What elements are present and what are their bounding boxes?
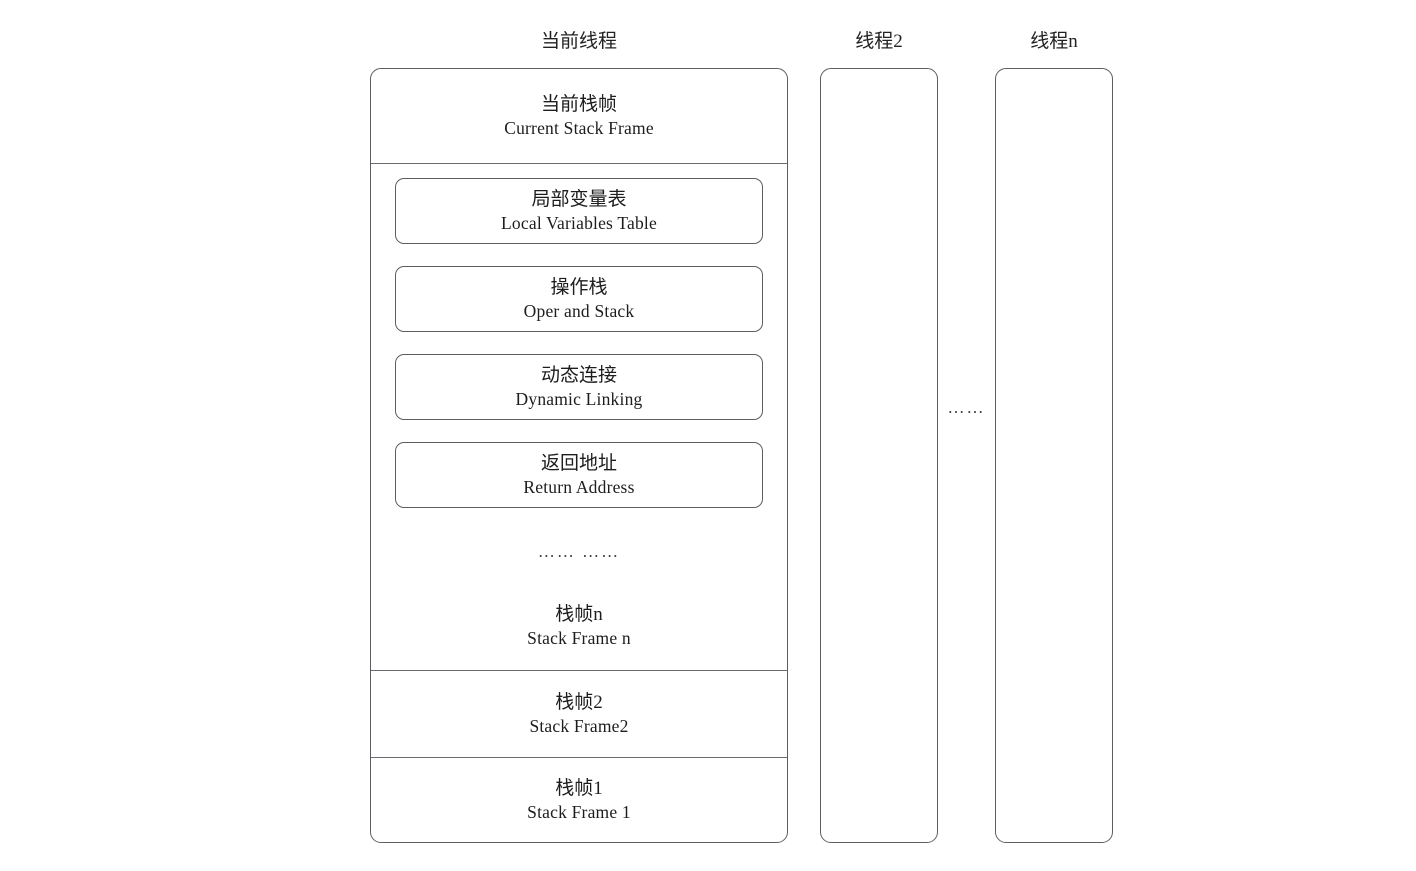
return-address-label-en: Return Address	[523, 477, 635, 498]
stack-frame-2-label-en: Stack Frame2	[529, 716, 629, 737]
operand-stack-label-en: Oper and Stack	[523, 301, 635, 322]
local-variables-table-label-en: Local Variables Table	[501, 213, 657, 234]
return-address-label-cn: 返回地址	[540, 453, 617, 475]
stack-frame-2: 栈帧2 Stack Frame2	[371, 670, 787, 757]
threads-ellipsis: ……	[947, 398, 986, 417]
operand-stack-label-cn: 操作栈	[550, 277, 608, 299]
current-stack-frame-label-cn: 当前栈帧	[540, 94, 617, 116]
dynamic-linking-label-cn: 动态连接	[540, 365, 617, 387]
column-title-thread-2: 线程2	[855, 31, 903, 52]
current-stack-frame-details: 局部变量表 Local Variables Table 操作栈 Oper and…	[371, 163, 787, 582]
current-thread-stack-container: 当前栈帧 Current Stack Frame 局部变量表 Local Var…	[370, 68, 788, 843]
thread-2-stack-container	[820, 68, 938, 843]
stack-frame-n: 栈帧n Stack Frame n	[371, 582, 787, 670]
frame-details-ellipsis: …… ……	[537, 542, 621, 561]
local-variables-table-label-cn: 局部变量表	[531, 189, 627, 211]
detail-box-operand-stack: 操作栈 Oper and Stack	[395, 266, 763, 332]
stack-frame-2-label-cn: 栈帧2	[555, 692, 603, 714]
detail-box-return-address: 返回地址 Return Address	[395, 442, 763, 508]
stack-frame-n-label-en: Stack Frame n	[527, 628, 631, 649]
column-title-current-thread: 当前线程	[540, 31, 617, 52]
stack-frame-n-label-cn: 栈帧n	[555, 604, 603, 626]
current-stack-frame-header: 当前栈帧 Current Stack Frame	[371, 69, 787, 163]
thread-n-stack-container	[995, 68, 1113, 843]
stack-frame-1: 栈帧1 Stack Frame 1	[371, 757, 787, 842]
current-stack-frame-label-en: Current Stack Frame	[504, 118, 654, 139]
column-title-thread-n: 线程n	[1030, 31, 1078, 52]
stack-frame-1-label-en: Stack Frame 1	[527, 802, 631, 823]
dynamic-linking-label-en: Dynamic Linking	[515, 389, 643, 410]
detail-box-local-variables-table: 局部变量表 Local Variables Table	[395, 178, 763, 244]
detail-box-dynamic-linking: 动态连接 Dynamic Linking	[395, 354, 763, 420]
stack-frame-1-label-cn: 栈帧1	[555, 778, 603, 800]
